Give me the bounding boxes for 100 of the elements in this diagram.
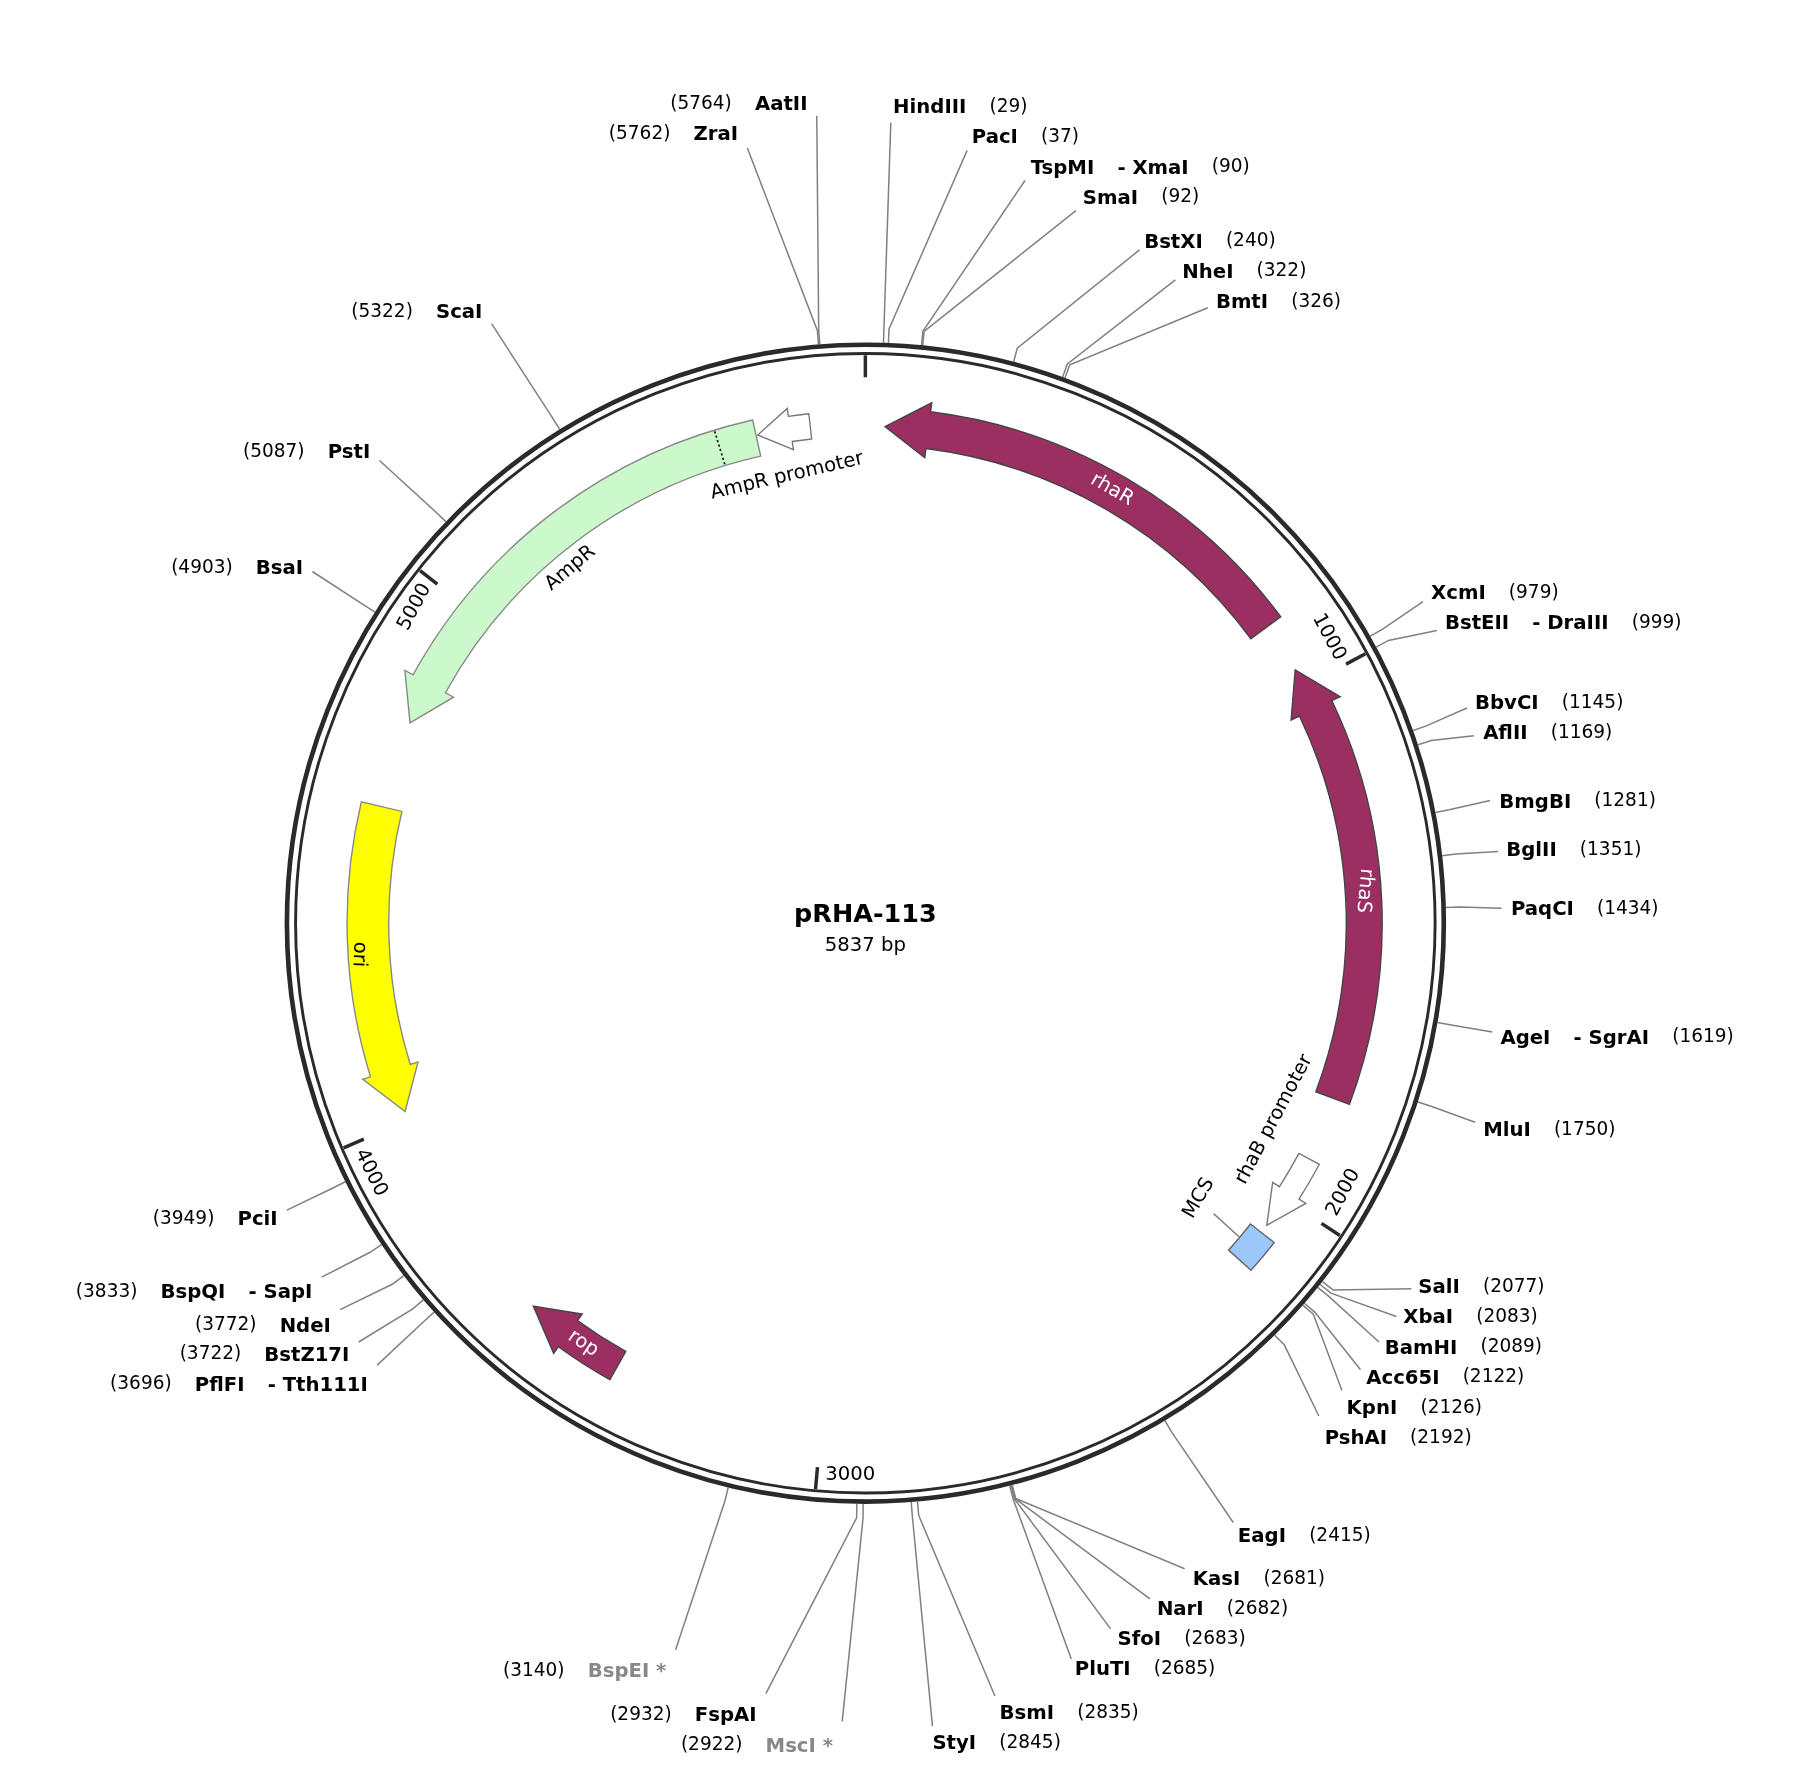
leader-line xyxy=(490,323,561,431)
site-position: (1281) xyxy=(1594,788,1656,813)
enzyme-name: PciI xyxy=(237,1205,278,1231)
leader-line xyxy=(378,459,447,523)
site-position: (1351) xyxy=(1579,836,1642,862)
site-position: (2083) xyxy=(1476,1303,1538,1329)
site-position: (322) xyxy=(1256,258,1307,284)
position-tick-label: 5000 xyxy=(391,578,435,634)
site-position: (3696) xyxy=(110,1371,172,1397)
feature-label: rop xyxy=(564,1323,604,1361)
leader-line xyxy=(1009,1484,1073,1660)
site-position: (5087) xyxy=(243,438,305,464)
leader-line xyxy=(339,1274,405,1311)
leader-line xyxy=(1064,307,1209,379)
site-position: (2077) xyxy=(1483,1273,1545,1299)
enzyme-name: PaqCI xyxy=(1510,895,1574,921)
enzyme-name: PflFI xyxy=(194,1371,245,1397)
position-tick-label: 3000 xyxy=(825,1461,876,1485)
leader-line xyxy=(887,149,968,344)
feature-label: rhaR xyxy=(1087,466,1139,510)
leader-line xyxy=(286,1181,347,1211)
enzyme-name: XcmI xyxy=(1431,579,1486,606)
leader-line xyxy=(1010,1484,1112,1630)
enzyme-name: KasI xyxy=(1192,1565,1241,1591)
leader-line xyxy=(376,1311,435,1366)
enzyme-name: AatII xyxy=(755,90,808,116)
feature-label: rhaS xyxy=(1352,867,1380,915)
site-position: (4903) xyxy=(171,554,233,580)
leader-line xyxy=(1417,735,1475,746)
enzyme-name: NdeI xyxy=(279,1312,331,1338)
site-position: (2122) xyxy=(1462,1364,1525,1390)
enzyme-name: PshAI xyxy=(1324,1424,1387,1450)
site-position: (326) xyxy=(1291,288,1341,314)
enzyme-name: BglII xyxy=(1506,836,1557,862)
enzyme-name: BstEII xyxy=(1444,609,1510,636)
site-position: (3833) xyxy=(75,1278,138,1304)
leader-line xyxy=(922,209,1077,347)
leader-line xyxy=(1011,1484,1186,1570)
site-position: (2126) xyxy=(1420,1394,1482,1420)
site-position: (1169) xyxy=(1550,719,1613,745)
leader-line xyxy=(816,114,821,345)
site-position: (5322) xyxy=(351,298,413,324)
enzyme-name: BspEI * xyxy=(587,1658,667,1684)
site-position: (5764) xyxy=(670,90,732,116)
enzyme-name: ScaI xyxy=(436,298,483,324)
enzyme-name: SalI xyxy=(1418,1273,1460,1300)
leader-line xyxy=(916,1500,996,1697)
enzyme-name: PstI xyxy=(327,438,371,464)
leader-line xyxy=(1445,906,1503,909)
position-tick-label: 1000 xyxy=(1308,608,1353,664)
enzyme-name: BstXI xyxy=(1144,228,1203,254)
enzyme-name: NarI xyxy=(1156,1595,1204,1621)
leader-line xyxy=(1412,707,1468,732)
enzyme-name: BbvCI xyxy=(1475,689,1539,715)
feature-label: ori xyxy=(348,941,373,968)
site-position: (240) xyxy=(1225,228,1276,254)
plasmid-size: 5837 bp xyxy=(824,932,906,956)
site-position: (3140) xyxy=(503,1658,565,1683)
enzyme-name: NheI xyxy=(1182,258,1234,284)
enzyme-name: XbaI xyxy=(1403,1303,1454,1330)
position-tick-label: 4000 xyxy=(351,1144,394,1200)
site-position: (999) xyxy=(1631,609,1682,635)
leader-line xyxy=(1212,1212,1240,1238)
enzyme-name: HindIII xyxy=(893,93,967,120)
enzyme-name: ZraI xyxy=(693,120,739,146)
site-position: (3772) xyxy=(194,1312,257,1338)
enzyme-name: PluTI xyxy=(1074,1655,1131,1681)
leader-line xyxy=(1321,1280,1413,1291)
leader-line xyxy=(1436,1021,1494,1033)
leader-line xyxy=(1303,1302,1362,1371)
enzyme-name: - SgrAI xyxy=(1573,1024,1650,1050)
enzyme-name: MscI * xyxy=(765,1732,833,1758)
enzyme-name: StyI xyxy=(932,1729,977,1755)
enzyme-name: BstZ17I xyxy=(264,1341,350,1367)
leader-line xyxy=(841,1503,864,1723)
site-position: (979) xyxy=(1508,579,1559,605)
enzyme-name: BamHI xyxy=(1384,1334,1458,1360)
site-position: (2932) xyxy=(610,1701,672,1727)
site-position: (90) xyxy=(1211,154,1250,179)
enzyme-name: AgeI xyxy=(1500,1024,1551,1050)
leader-line xyxy=(357,1299,425,1343)
site-position: (2683) xyxy=(1184,1625,1246,1651)
leader-line xyxy=(1061,279,1177,378)
leader-line xyxy=(1441,850,1499,857)
site-position: (3949) xyxy=(152,1205,215,1231)
leader-line xyxy=(1012,249,1141,363)
leader-line xyxy=(746,147,820,346)
leader-line xyxy=(1164,1420,1234,1524)
leader-line xyxy=(1302,1304,1343,1392)
site-position: (1145) xyxy=(1561,689,1624,715)
enzyme-name: BmgBI xyxy=(1499,788,1572,814)
enzyme-name: BsaI xyxy=(255,554,304,580)
enzyme-name: - XmaI xyxy=(1117,154,1189,180)
leader-line xyxy=(1434,799,1491,814)
enzyme-name: SmaI xyxy=(1082,184,1139,210)
site-position: (1434) xyxy=(1597,895,1659,921)
leader-line xyxy=(311,570,376,613)
site-position: (2845) xyxy=(999,1729,1061,1755)
leader-line xyxy=(1316,1286,1380,1343)
leader-line xyxy=(920,179,1026,346)
